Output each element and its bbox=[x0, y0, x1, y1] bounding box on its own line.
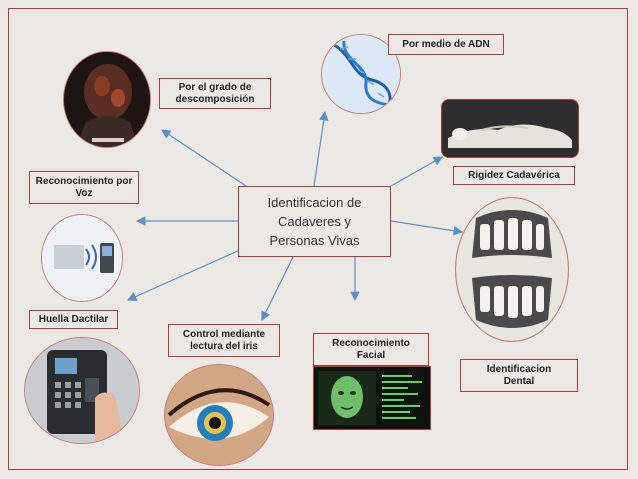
arrow-to-adn bbox=[314, 112, 325, 186]
center-line-3: Personas Vivas bbox=[268, 231, 362, 250]
facial-recognition-screen bbox=[313, 366, 431, 430]
node-adn: Por medio de ADN bbox=[388, 34, 504, 55]
voice-recognition-illustration bbox=[41, 214, 123, 302]
descomposicion-line-2: descomposición bbox=[176, 94, 255, 106]
iris-line-2: lectura del iris bbox=[183, 341, 265, 353]
decomposed-body-photo bbox=[63, 51, 151, 148]
descomposicion-line-1: Por el grado de bbox=[176, 82, 255, 94]
facial-line-1: Reconocimiento bbox=[332, 338, 410, 350]
huella-label: Huella Dactilar bbox=[39, 314, 108, 326]
center-line-1: Identificacion de bbox=[268, 193, 362, 212]
adn-label: Por medio de ADN bbox=[402, 39, 489, 51]
dental-line-1: Identificacion bbox=[487, 364, 551, 376]
dental-xray-image bbox=[455, 197, 569, 342]
node-huella: Huella Dactilar bbox=[29, 310, 118, 329]
dental-line-2: Dental bbox=[487, 376, 551, 388]
arrow-to-huella bbox=[128, 250, 240, 300]
iris-line-1: Control mediante bbox=[183, 329, 265, 341]
arrow-to-rigidez bbox=[391, 157, 442, 186]
arrow-to-iris bbox=[262, 257, 293, 320]
arrow-to-dental bbox=[391, 221, 462, 232]
reclining-figure-sculpture bbox=[441, 99, 579, 158]
node-rigidez: Rigidez Cadavérica bbox=[453, 166, 575, 185]
facial-line-2: Facial bbox=[332, 350, 410, 362]
central-topic: Identificacion de Cadaveres y Personas V… bbox=[238, 186, 391, 257]
eye-iris-image bbox=[164, 364, 274, 466]
center-line-2: Cadaveres y bbox=[268, 212, 362, 231]
voz-line-1: Reconocimiento por bbox=[36, 176, 133, 188]
fingerprint-scanner-image bbox=[24, 337, 140, 444]
arrow-to-descomposicion bbox=[162, 130, 246, 186]
voz-line-2: Voz bbox=[36, 188, 133, 200]
rigidez-label: Rigidez Cadavérica bbox=[468, 170, 560, 182]
